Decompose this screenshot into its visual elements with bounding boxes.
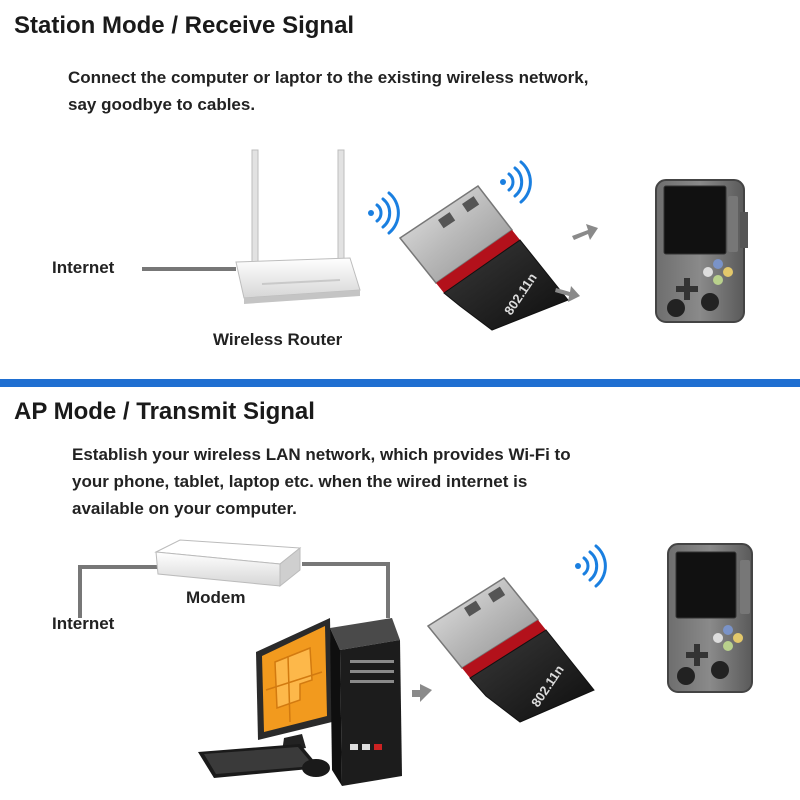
mouse (302, 759, 330, 777)
station-mode-title: Station Mode / Receive Signal (14, 12, 355, 39)
section-divider (0, 379, 800, 387)
modem (154, 539, 302, 588)
ap-internet-cable (78, 565, 165, 618)
ap-internet-label: Internet (52, 614, 115, 633)
station-description-line1: Connect the computer or laptor to the ex… (68, 68, 589, 87)
station-description-line2: say goodbye to cables. (68, 95, 256, 114)
usb-wifi-adapter: 802.11n (398, 184, 569, 331)
wireless-router (235, 149, 361, 304)
modem-label: Modem (186, 588, 246, 607)
handheld-device (655, 179, 748, 323)
router-label: Wireless Router (213, 330, 343, 349)
usb-wifi-adapter: 802.11n (426, 577, 595, 723)
arrow-right-icon (572, 224, 598, 240)
ap-description-line2: your phone, tablet, laptop etc. when the… (72, 472, 528, 491)
wifi-signal-icon (575, 544, 607, 588)
ap-description-line3: available on your computer. (72, 499, 297, 518)
keyboard (198, 744, 320, 778)
station-internet-label: Internet (52, 258, 115, 277)
arrow-right-icon (555, 286, 580, 302)
computer-tower (330, 618, 402, 786)
ap-mode-title: AP Mode / Transmit Signal (14, 398, 315, 425)
wifi-signal-icon (368, 191, 400, 235)
computer-monitor (256, 618, 332, 752)
ap-description-line1: Establish your wireless LAN network, whi… (72, 445, 571, 464)
arrow-left-icon (412, 684, 432, 702)
wifi-signal-icon (500, 160, 532, 204)
handheld-device (667, 543, 753, 693)
modem-cable (302, 562, 390, 618)
